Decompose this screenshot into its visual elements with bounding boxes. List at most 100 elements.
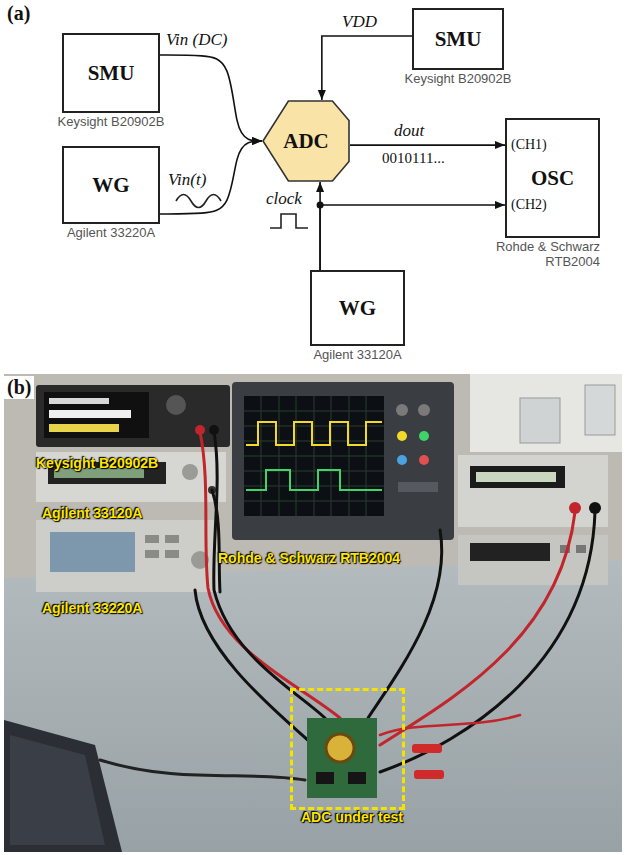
- photo-callout: Agilent 33120A: [42, 505, 142, 521]
- cables: [380, 715, 520, 735]
- signal-label: dout: [394, 121, 424, 141]
- cables: [200, 432, 340, 718]
- dut-highlight-box: ADC under test: [290, 688, 405, 810]
- instrument-caption: Rohde & Schwarz RTB2004: [478, 239, 600, 269]
- adc-board: [348, 772, 366, 784]
- adc-board: [412, 744, 442, 753]
- power-supply: [458, 455, 608, 527]
- waveform-generator-33220a: [145, 535, 159, 543]
- oscilloscope: [232, 382, 454, 540]
- signal-connector: [320, 205, 505, 270]
- smu-box: SMUKeysight B20902B: [62, 33, 160, 113]
- signal-label: Vin (DC): [166, 30, 228, 50]
- power-supply: [458, 455, 608, 527]
- box-label: SMU: [88, 61, 135, 86]
- smu-instrument: [49, 398, 109, 404]
- oscilloscope-box: (CH1)OSC(CH2)Rohde & Schwarz RTB2004: [505, 118, 600, 238]
- power-supply: [470, 466, 565, 488]
- waveform-generator-33220a: [36, 520, 220, 592]
- adc-block: ADC: [262, 100, 350, 182]
- photo-callout: Keysight B20902B: [36, 455, 158, 471]
- cables: [212, 490, 220, 592]
- waveform-generator-33220a: [50, 532, 135, 572]
- oscilloscope: [232, 382, 454, 540]
- clock-pulse-symbol: [270, 214, 308, 228]
- signal-label: VDD: [342, 12, 377, 32]
- lab-wall: [4, 374, 622, 852]
- laptop: [4, 720, 122, 852]
- adc-board: [307, 718, 377, 798]
- panel-label: (b): [4, 376, 34, 399]
- laptop: [4, 720, 122, 852]
- photo-callout: Rohde & Schwarz RTB2004: [218, 550, 400, 566]
- laptop: [10, 735, 105, 845]
- oscilloscope: [397, 431, 407, 441]
- instrument-caption: Keysight B20902B: [405, 71, 512, 86]
- box-label: WG: [92, 173, 129, 198]
- adc-board: [414, 770, 444, 779]
- channel-label: (CH2): [511, 197, 547, 213]
- lab-wall: [520, 398, 560, 443]
- smu-instrument: [166, 395, 186, 415]
- cables: [380, 512, 575, 745]
- waveform-generator-33120a: [182, 464, 198, 480]
- sine-symbol: [176, 195, 221, 208]
- oscilloscope: [246, 470, 382, 490]
- instrument-caption: Agilent 33120A: [313, 347, 401, 362]
- signal-connector: [160, 55, 262, 141]
- photo-callout: ADC under test: [301, 809, 403, 825]
- signal-connector: [350, 144, 505, 146]
- oscilloscope: [246, 422, 382, 445]
- oscilloscope: [244, 396, 384, 516]
- adc-outline: [263, 101, 349, 181]
- instrument-caption: Agilent 33220A: [67, 225, 155, 240]
- box-label: SMU: [435, 27, 482, 52]
- instrument-caption: Keysight B20902B: [58, 114, 165, 129]
- adc-board: [307, 718, 444, 798]
- smu-box: SMUKeysight B20902B: [412, 8, 504, 70]
- power-supply: [476, 472, 556, 482]
- oscilloscope: [419, 431, 429, 441]
- waveform-generator-33220a: [36, 520, 220, 592]
- junction-dot: [317, 202, 324, 209]
- multimeter: [576, 545, 586, 553]
- multimeter: [470, 543, 550, 561]
- lab-wall: [470, 374, 622, 452]
- adc-board: [326, 734, 354, 762]
- sine-symbol: [176, 195, 221, 208]
- waveform-generator-33120a: [36, 452, 226, 502]
- photo-callout: Agilent 33220A: [42, 600, 142, 616]
- oscilloscope: [397, 455, 407, 465]
- signal-connector: [322, 36, 412, 100]
- bit-stream: 0010111...: [382, 150, 445, 167]
- panel-label: (a): [4, 2, 33, 25]
- signal-label: clock: [266, 189, 302, 209]
- cables: [100, 760, 305, 780]
- waveform-generator-33220a: [165, 535, 179, 543]
- signal-label: Vin(t): [168, 170, 206, 190]
- waveform-generator-33220a: [145, 550, 159, 558]
- adc-board: [316, 772, 334, 784]
- box-label: ADC: [283, 129, 329, 154]
- box-label: OSC: [531, 166, 574, 191]
- smu-instrument: [44, 392, 149, 438]
- lab-wall: [585, 385, 615, 435]
- oscilloscope: [244, 396, 384, 516]
- lab-wall: [4, 374, 622, 852]
- channel-label: (CH1): [511, 137, 547, 153]
- smu-instrument: [49, 424, 119, 432]
- waveform-generator-box: WGAgilent 33220A: [62, 146, 160, 224]
- smu-instrument: [49, 410, 131, 418]
- waveform-generator-33120a: [36, 452, 226, 502]
- oscilloscope: [398, 482, 438, 492]
- oscilloscope: [418, 404, 430, 416]
- clock-pulse-symbol: [270, 214, 308, 228]
- cables: [380, 512, 595, 772]
- oscilloscope: [419, 455, 429, 465]
- oscilloscope: [396, 404, 408, 416]
- box-label: WG: [339, 296, 376, 321]
- waveform-generator-box: WGAgilent 33120A: [310, 270, 405, 346]
- signal-connector: [160, 141, 262, 214]
- cables: [214, 432, 325, 718]
